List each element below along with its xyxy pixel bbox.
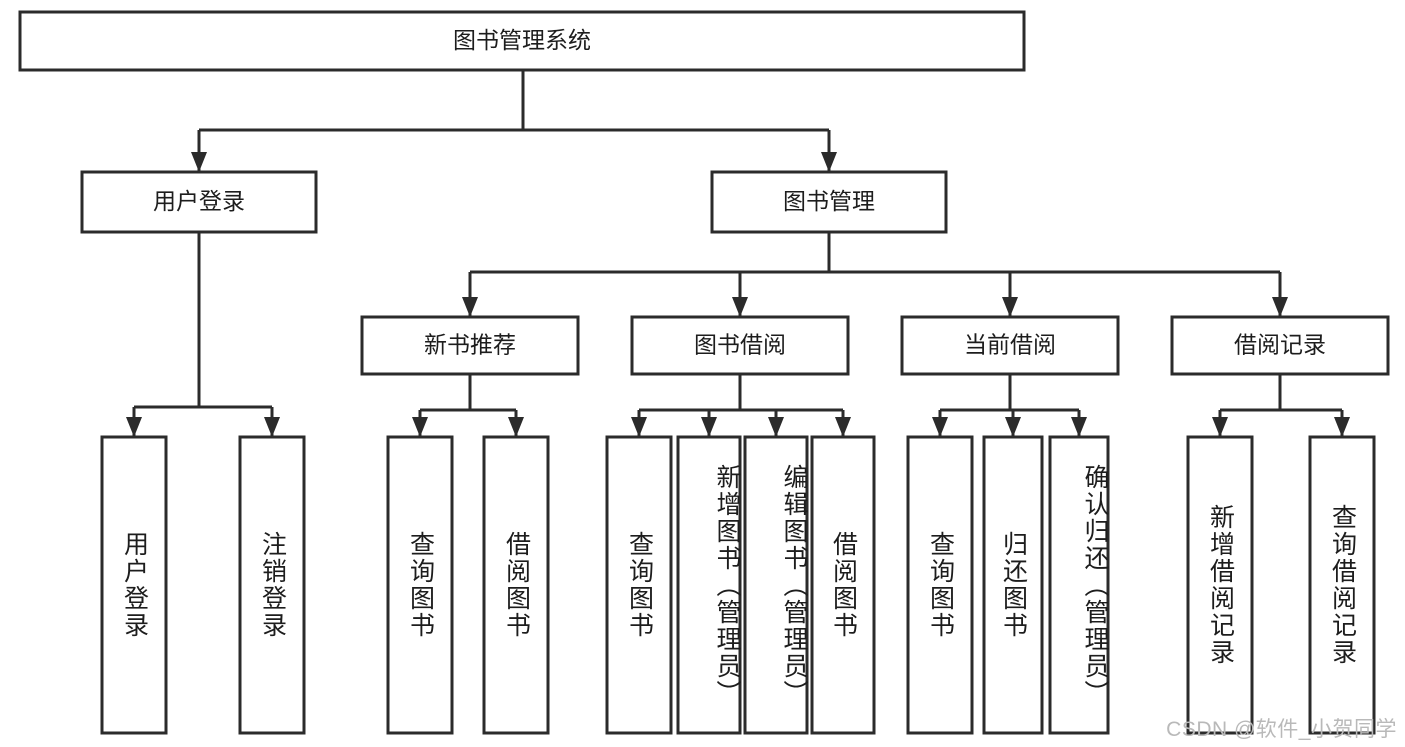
node-label: 图书管理系统	[453, 27, 591, 53]
node-new-book-recommend[interactable]	[360, 315, 580, 376]
node-user-login[interactable]	[80, 170, 318, 234]
node-label: 用户登录	[153, 188, 245, 214]
node-borrow-record[interactable]	[1170, 315, 1390, 376]
node-book-manage[interactable]	[710, 170, 948, 234]
arrow-head-icon	[1212, 417, 1228, 437]
csdn-watermark: CSDN @软件_小贺同学	[1166, 718, 1397, 741]
arrow-head-icon	[821, 152, 837, 172]
node-label: 图书管理	[783, 188, 875, 214]
node-label: 图书借阅	[694, 332, 786, 358]
arrow-head-icon	[462, 297, 478, 317]
node-book-borrow[interactable]	[630, 315, 850, 376]
arrow-head-icon	[932, 417, 948, 437]
arrow-head-icon	[191, 152, 207, 172]
node-leaf-add-borrow-rec[interactable]	[1186, 435, 1254, 735]
node-leaf-user-login[interactable]	[100, 435, 168, 735]
arrow-head-icon	[1005, 417, 1021, 437]
node-leaf-query-borrow-rec[interactable]	[1308, 435, 1376, 735]
connector-lines	[126, 70, 1350, 437]
arrow-head-icon	[732, 297, 748, 317]
arrow-head-icon	[508, 417, 524, 437]
node-label: 新书推荐	[424, 332, 516, 358]
node-leaf-query-book-2[interactable]	[605, 435, 673, 735]
arrow-head-icon	[264, 417, 280, 437]
arrow-head-icon	[768, 417, 784, 437]
node-current-borrow[interactable]	[900, 315, 1120, 376]
node-leaf-confirm-return[interactable]	[1048, 435, 1110, 735]
arrow-head-icon	[126, 417, 142, 437]
arrow-head-icon	[1002, 297, 1018, 317]
arrow-head-icon	[631, 417, 647, 437]
node-leaf-logout-login[interactable]	[238, 435, 306, 735]
node-leaf-borrow-book-2[interactable]	[810, 435, 876, 735]
arrow-head-icon	[1272, 297, 1288, 317]
node-label: 借阅记录	[1234, 332, 1326, 358]
node-leaf-return-book[interactable]	[982, 435, 1044, 735]
arrow-head-icon	[701, 417, 717, 437]
node-leaf-add-book[interactable]	[676, 435, 742, 735]
arrow-head-icon	[835, 417, 851, 437]
node-label: 当前借阅	[964, 332, 1056, 358]
node-leaf-borrow-book-1[interactable]	[482, 435, 550, 735]
arrow-head-icon	[1334, 417, 1350, 437]
node-root[interactable]	[18, 10, 1026, 72]
arrow-head-icon	[412, 417, 428, 437]
node-leaf-query-book-3[interactable]	[906, 435, 974, 735]
node-leaf-edit-book[interactable]	[743, 435, 809, 735]
arrow-head-icon	[1071, 417, 1087, 437]
node-leaf-query-book-1[interactable]	[386, 435, 454, 735]
